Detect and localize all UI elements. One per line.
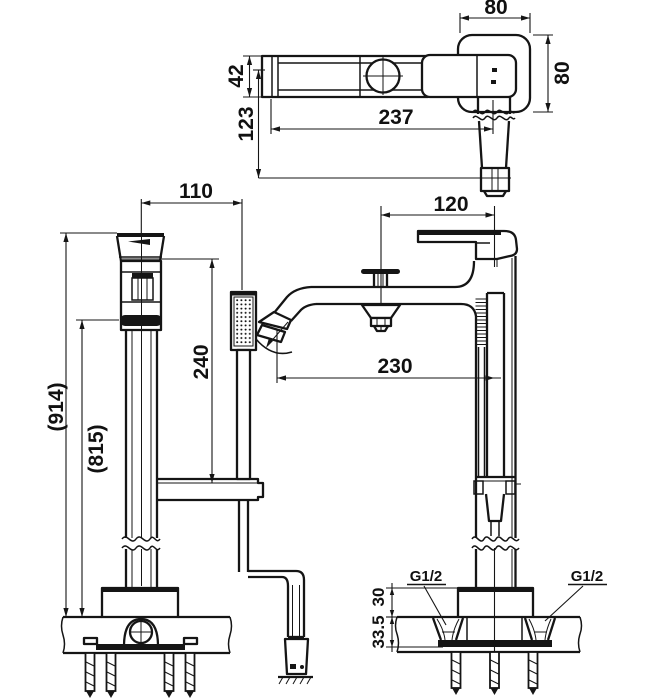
dim-top-depth: 80	[551, 61, 574, 84]
top-view: 80 80 42 123 237	[225, 0, 574, 198]
ground-hatch	[278, 676, 312, 685]
side-view-dimensions: (914) (815) 110 240	[45, 180, 243, 617]
dim-spout-reach: 230	[377, 355, 412, 378]
top-view-dimensions: 80 80 42 123 237	[225, 0, 574, 179]
dim-spout-arm-length: 237	[378, 106, 413, 129]
column-side	[121, 236, 161, 588]
shower-hose-side	[248, 569, 313, 685]
anchor-bolts-front	[450, 651, 539, 695]
thread-label-right: G1/2	[571, 568, 604, 585]
dim-top-width: 80	[484, 0, 507, 19]
dim-recess-depth: 33.5	[369, 615, 388, 648]
hand-shower-front	[473, 291, 521, 536]
mixer-body-top	[420, 53, 518, 99]
anchor-bolts-side	[84, 652, 196, 698]
dim-handle-offset: 123	[235, 106, 258, 141]
dim-shower-drop: 240	[190, 344, 213, 379]
spout-front	[255, 285, 317, 355]
spout-arm-top	[260, 54, 430, 99]
diverter-knob	[360, 206, 402, 333]
side-view: (914) (815) 110 240	[45, 180, 313, 698]
front-view-dimensions: 120 230 30 33.5 G1/2 G1/2	[276, 193, 607, 652]
inlet-left	[431, 617, 465, 641]
dim-shower-offset: 110	[179, 180, 213, 203]
base-front	[394, 548, 583, 695]
handle-side	[115, 233, 166, 263]
handle-ring-top	[363, 57, 403, 95]
thread-label-left: G1/2	[410, 568, 443, 585]
dim-spout-height: (815)	[85, 424, 108, 473]
hand-shower-side	[229, 290, 258, 572]
dim-floor-clearance: 30	[369, 588, 388, 607]
shower-holder-arm	[157, 477, 265, 502]
dim-total-height: (914)	[45, 382, 68, 431]
inlet-right	[523, 617, 557, 641]
base-side	[60, 586, 233, 698]
front-view: 120 230 30 33.5 G1/2 G1/2	[255, 193, 607, 695]
shower-bracket-front	[473, 475, 521, 536]
handle-front	[416, 229, 519, 267]
dim-handle-reach: 120	[433, 193, 468, 216]
shower-grip-hatch	[475, 298, 487, 345]
dim-spout-bar-height: 42	[225, 64, 248, 87]
shower-face-dots	[235, 298, 252, 345]
